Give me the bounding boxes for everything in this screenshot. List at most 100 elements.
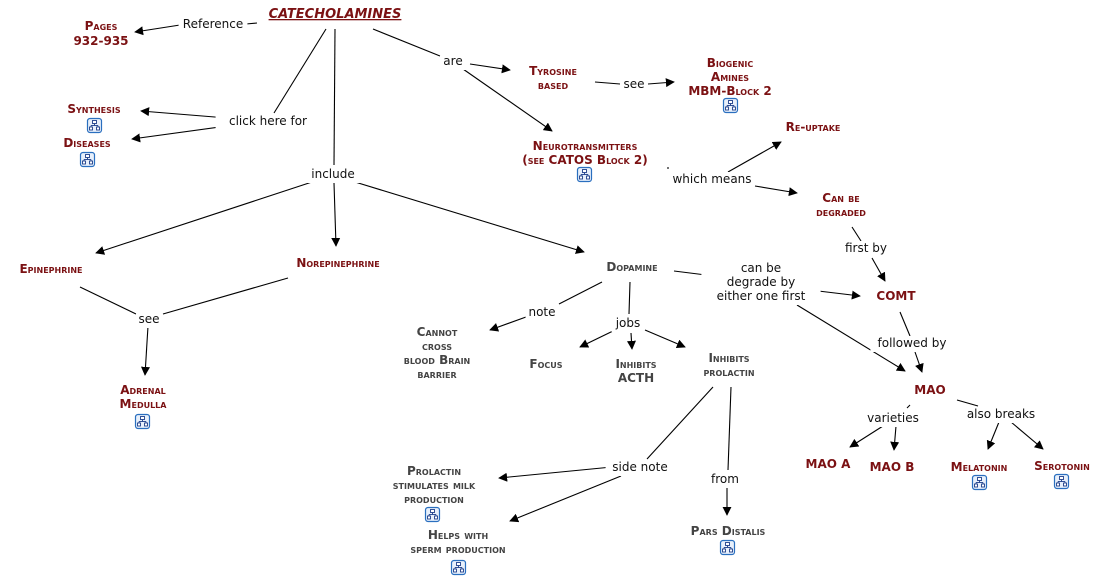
concept-map-link-icon-adrenal[interactable] xyxy=(134,413,151,430)
from-label-bg xyxy=(708,472,742,488)
text-line: can be xyxy=(741,261,781,275)
text-line: Helps with xyxy=(428,528,488,542)
concept-map-link-icon-biogenic[interactable] xyxy=(722,97,739,114)
edge xyxy=(628,281,631,315)
concept-map-link-icon-synthesis[interactable] xyxy=(86,117,103,134)
text-line: blood Brain xyxy=(404,353,471,367)
edge xyxy=(140,107,228,119)
text-line: which means xyxy=(672,172,751,186)
text-line: from xyxy=(711,472,739,486)
concept-epinephrine[interactable]: Epinephrine xyxy=(19,262,82,276)
text-line: ACTH xyxy=(618,371,654,385)
concept-synthesis[interactable]: Synthesis xyxy=(67,102,120,116)
text-line: MAO A xyxy=(806,457,852,471)
concept-map-link-icon-pars[interactable] xyxy=(719,539,736,556)
concept-mao[interactable]: MAO xyxy=(914,383,945,397)
concept-maob[interactable]: MAO B xyxy=(870,460,915,474)
edge xyxy=(956,399,979,407)
concept-reuptake[interactable]: Re-uptake xyxy=(786,120,841,134)
link-sidenote: side note xyxy=(612,460,667,474)
concept-map-link-icon-diseases[interactable] xyxy=(79,151,96,168)
text-line: followed by xyxy=(878,336,947,350)
text-line: prolactin xyxy=(703,365,754,379)
concept-map-link-icon-neuro[interactable] xyxy=(576,166,593,183)
concept-map-link-icon-serotonin[interactable] xyxy=(1053,473,1070,490)
text-line: (see CATOS Block 2) xyxy=(522,153,648,167)
edge xyxy=(579,330,614,348)
text-line: barrier xyxy=(417,367,456,381)
concept-comt[interactable]: COMT xyxy=(876,289,916,303)
sidenote-label-bg xyxy=(605,460,675,476)
concept-maoa[interactable]: MAO A xyxy=(806,457,852,471)
text-line: degraded xyxy=(816,205,866,219)
link-are: are xyxy=(443,54,462,68)
concept-map-link-icon-sperm[interactable] xyxy=(450,559,467,576)
concept-neuro[interactable]: Neurotransmitters(see CATOS Block 2) xyxy=(522,139,648,167)
concept-root[interactable]: CATECHOLAMINES xyxy=(269,7,402,22)
edge xyxy=(462,68,553,132)
text-line: Focus xyxy=(529,357,562,371)
text-line: Can be xyxy=(822,191,859,205)
text-line: first by xyxy=(845,241,887,255)
text-line: stimulates milk xyxy=(393,478,476,492)
edge xyxy=(914,351,924,373)
concept-pars[interactable]: Pars Distalis xyxy=(691,524,766,538)
concept-dopamine[interactable]: Dopamine xyxy=(606,260,657,274)
text-line: CATECHOLAMINES xyxy=(269,7,402,22)
link-note: note xyxy=(528,305,555,319)
text-line: Amines xyxy=(711,70,749,84)
edge xyxy=(273,28,327,114)
edge xyxy=(644,329,686,348)
text-line: jobs xyxy=(615,316,641,330)
text-line: Pars Distalis xyxy=(691,524,766,538)
text-line: Pages xyxy=(85,19,118,33)
edge xyxy=(558,281,603,305)
concept-diseases[interactable]: Diseases xyxy=(63,136,111,150)
link-varieties: varieties xyxy=(867,411,919,425)
whichmeans-label-bg xyxy=(670,172,754,188)
edge xyxy=(646,386,714,460)
are-label-bg xyxy=(440,54,466,70)
concept-focus[interactable]: Focus xyxy=(529,357,562,371)
edge xyxy=(906,404,911,409)
followedby-label-bg xyxy=(870,336,954,352)
canbe-label-bg xyxy=(701,261,821,305)
edge xyxy=(79,286,137,315)
concept-melatonin[interactable]: Melatonin xyxy=(951,460,1008,474)
concept-map-link-icon-melatonin[interactable] xyxy=(971,474,988,491)
text-line: Re-uptake xyxy=(786,120,841,134)
edge xyxy=(134,24,181,36)
clickhere-label-bg xyxy=(215,114,321,130)
link-see2: see xyxy=(138,312,159,326)
text-line: include xyxy=(311,167,354,181)
edges xyxy=(79,22,1044,523)
link-alsobreaks: also breaks xyxy=(967,407,1035,421)
edge xyxy=(95,181,313,255)
link-firstby: first by xyxy=(845,241,887,255)
concept-serotonin[interactable]: Serotonin xyxy=(1034,459,1090,473)
jobs-label-bg xyxy=(611,316,645,332)
text-line: based xyxy=(538,78,569,92)
edge xyxy=(871,257,886,282)
edge xyxy=(331,182,341,247)
edge xyxy=(647,78,675,88)
see1-label-bg xyxy=(621,77,647,93)
text-line: 932-935 xyxy=(73,34,128,48)
concept-map-link-icon-milk[interactable] xyxy=(424,506,441,523)
edge xyxy=(849,425,884,448)
text-line: MAO B xyxy=(870,460,915,474)
text-line: Diseases xyxy=(63,136,111,150)
concept-norepinephrine[interactable]: Norepinephrine xyxy=(296,256,379,270)
edge xyxy=(899,311,911,337)
edge xyxy=(141,325,150,376)
